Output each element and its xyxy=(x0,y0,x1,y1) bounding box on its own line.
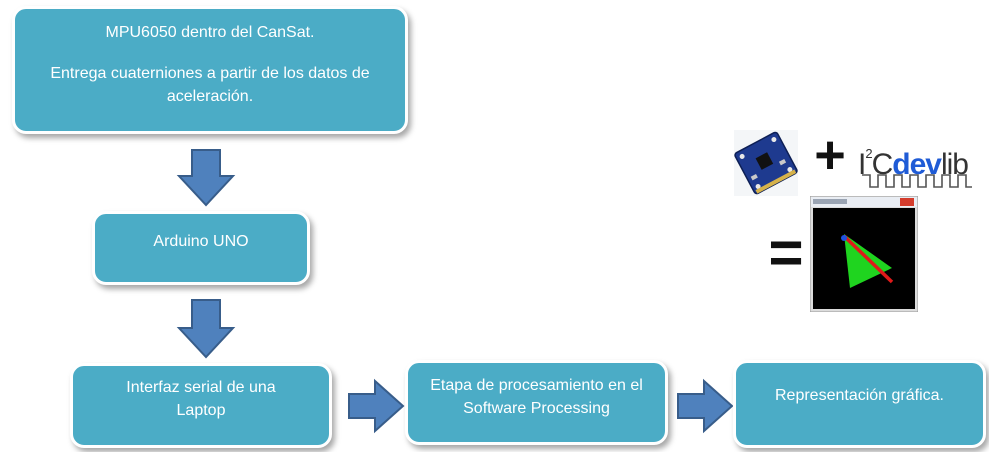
processing-box: Etapa de procesamiento en el Software Pr… xyxy=(405,360,668,445)
right-arrow-2 xyxy=(677,378,734,434)
logo-superscript: 2 xyxy=(865,146,872,161)
graphic-representation-box-label: Representación gráfica. xyxy=(775,387,944,404)
mpu6050-box-description: Entrega cuaterniones a partir de los dat… xyxy=(50,65,370,106)
signal-waveform-icon xyxy=(862,174,972,188)
serial-interface-box-label: Interfaz serial de una Laptop xyxy=(126,379,276,420)
serial-interface-box: Interfaz serial de una Laptop xyxy=(70,363,332,448)
logo-i: I xyxy=(858,148,866,181)
i2cdevlib-logo: I2Cdevlib xyxy=(856,140,974,192)
processing-box-label: Etapa de procesamiento en el Software Pr… xyxy=(430,377,643,418)
mpu6050-box-title: MPU6050 dentro del CanSat. xyxy=(105,24,315,41)
down-arrow-1 xyxy=(176,149,236,207)
mpu6050-board-icon xyxy=(734,130,798,196)
processing-window-icon xyxy=(810,196,918,312)
down-arrow-2 xyxy=(176,299,236,359)
arduino-box-label: Arduino UNO xyxy=(153,233,249,250)
right-arrow-1 xyxy=(348,378,405,434)
mpu6050-box: MPU6050 dentro del CanSat. Entrega cuate… xyxy=(12,6,408,134)
logo-c: C xyxy=(871,148,894,181)
graphic-representation-box: Representación gráfica. xyxy=(733,360,986,448)
arduino-box: Arduino UNO xyxy=(92,211,310,285)
equals-sign: = xyxy=(768,219,804,286)
plus-sign: + xyxy=(814,125,846,185)
